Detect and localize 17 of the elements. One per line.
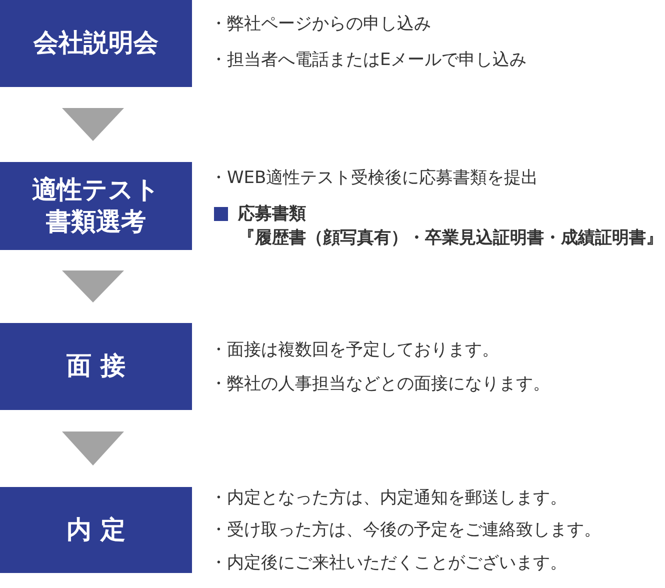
bullet-text: ・WEB適性テスト受検後に応募書類を提出 — [210, 167, 538, 189]
step-box: 内 定 — [0, 487, 192, 573]
bullet-text: ・弊社の人事担当などとの面接になります。 — [210, 373, 550, 395]
down-arrow — [62, 432, 124, 466]
down-arrow — [62, 108, 124, 141]
bullet-text: ・受け取った方は、今後の予定をご連絡致します。 — [210, 519, 601, 541]
section-heading: 応募書類 — [238, 203, 306, 225]
bullet-text: ・内定後にご来社いただくことがございます。 — [210, 552, 567, 574]
bullet-text: ・面接は複数回を予定しております。 — [210, 339, 499, 361]
bullet-text: 『履歴書（顔写真有）・卒業見込証明書・成績証明書』 — [238, 227, 663, 249]
step-box: 会社説明会 — [0, 0, 192, 87]
bullet-text: ・弊社ページからの申し込み — [210, 13, 431, 35]
down-arrow — [62, 270, 124, 303]
step-box: 適性テスト書類選考 — [0, 162, 192, 250]
bullet-text: ・担当者へ電話またはEメールで申し込み — [210, 49, 527, 71]
step-box: 面 接 — [0, 323, 192, 410]
bullet-text: ・内定となった方は、内定通知を郵送します。 — [210, 487, 567, 509]
